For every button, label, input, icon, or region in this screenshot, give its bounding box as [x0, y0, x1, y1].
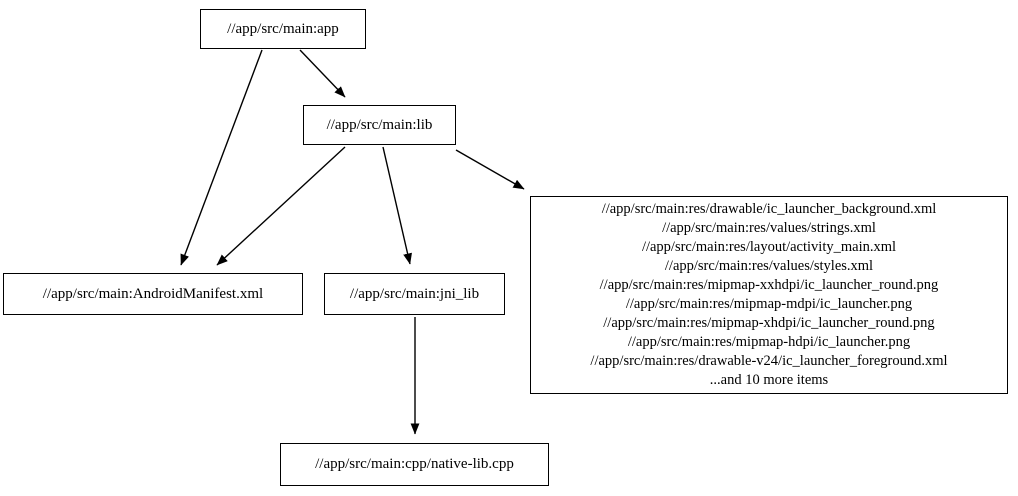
node-lib[interactable]: //app/src/main:lib: [303, 105, 456, 145]
resource-line-more-items: ...and 10 more items: [709, 372, 829, 388]
resource-line: //app/src/main:res/layout/activity_main.…: [641, 239, 897, 255]
node-app-label: //app/src/main:app: [227, 20, 339, 37]
edge-app-to-manifest: [180, 49, 263, 266]
resource-line: //app/src/main:res/mipmap-xhdpi/ic_launc…: [603, 315, 935, 331]
resource-line: //app/src/main:res/mipmap-xxhdpi/ic_laun…: [599, 277, 939, 293]
node-app[interactable]: //app/src/main:app: [200, 9, 366, 49]
edge-lib-to-resources: [455, 149, 525, 190]
node-android-manifest-label: //app/src/main:AndroidManifest.xml: [42, 285, 264, 302]
node-jni-lib-label: //app/src/main:jni_lib: [349, 285, 480, 302]
node-native-lib[interactable]: //app/src/main:cpp/native-lib.cpp: [280, 443, 549, 486]
resource-line: //app/src/main:res/drawable/ic_launcher_…: [601, 201, 937, 217]
resource-line: //app/src/main:res/mipmap-hdpi/ic_launch…: [627, 334, 911, 350]
node-native-lib-label: //app/src/main:cpp/native-lib.cpp: [315, 456, 514, 472]
node-resources[interactable]: //app/src/main:res/drawable/ic_launcher_…: [530, 196, 1008, 394]
resource-line: //app/src/main:res/values/styles.xml: [664, 258, 874, 274]
node-lib-label: //app/src/main:lib: [326, 116, 433, 133]
node-android-manifest[interactable]: //app/src/main:AndroidManifest.xml: [3, 273, 303, 315]
resource-line: //app/src/main:res/mipmap-mdpi/ic_launch…: [625, 296, 913, 312]
node-resources-label: //app/src/main:res/drawable/ic_launcher_…: [586, 200, 951, 390]
edge-lib-to-jni-lib: [382, 146, 412, 265]
node-jni-lib[interactable]: //app/src/main:jni_lib: [324, 273, 505, 315]
edge-lib-to-manifest: [216, 146, 346, 266]
resource-line: //app/src/main:res/values/strings.xml: [662, 220, 876, 236]
resource-line: //app/src/main:res/drawable-v24/ic_launc…: [590, 353, 948, 369]
edge-app-to-lib: [299, 49, 346, 98]
